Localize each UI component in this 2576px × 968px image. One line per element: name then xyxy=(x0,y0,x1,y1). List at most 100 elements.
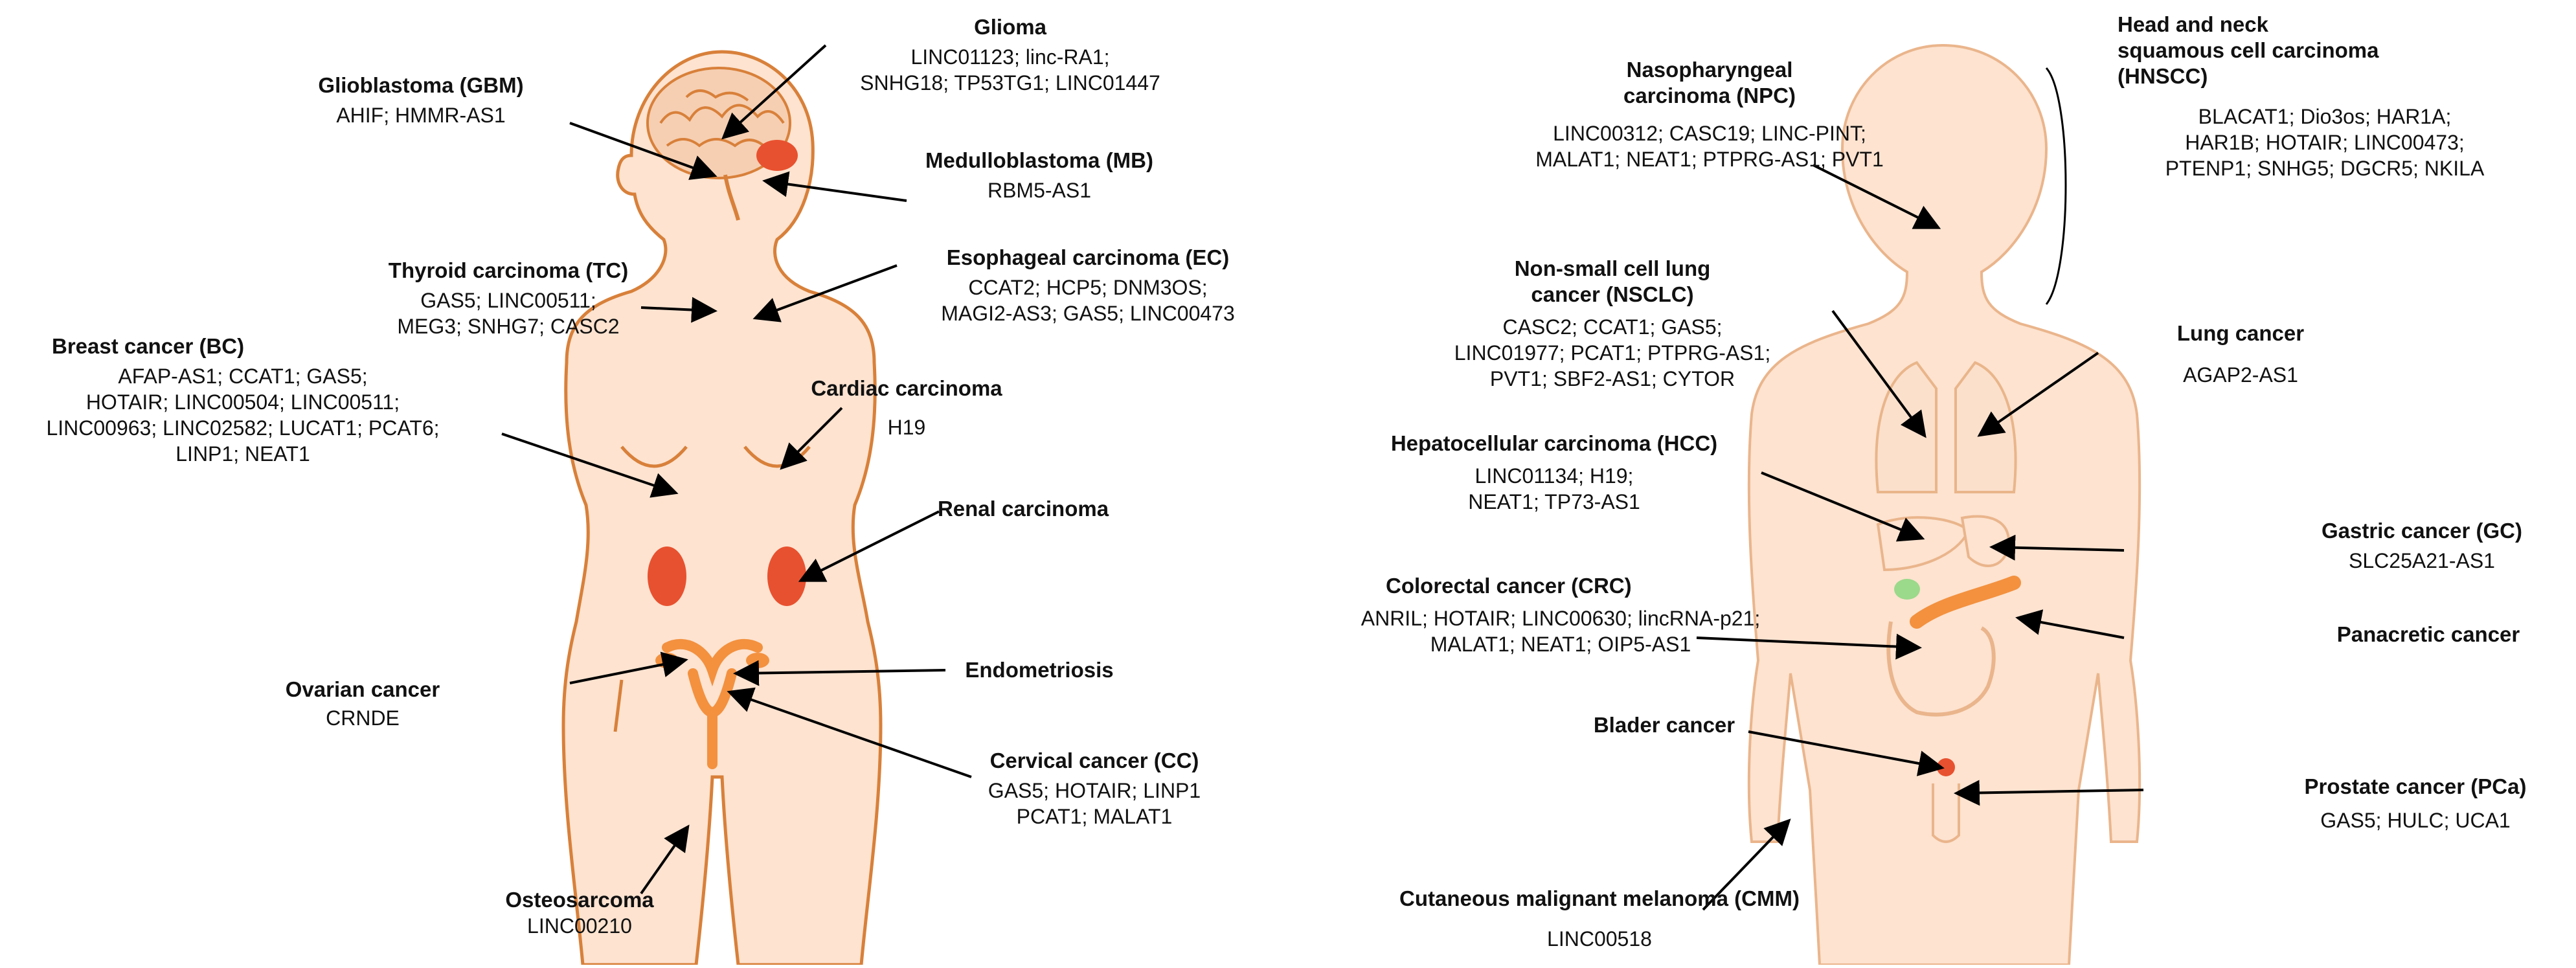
label-title: Prostate cancer (PCa) xyxy=(2273,774,2558,800)
label-pca: Prostate cancer (PCa)GAS5; HULC; UCA1 xyxy=(2273,774,2558,833)
brain xyxy=(646,67,791,179)
label-title: Cutaneous malignant melanoma (CMM) xyxy=(1360,886,1839,912)
title-line: Endometriosis xyxy=(965,658,1114,682)
title-line: Nasopharyngeal xyxy=(1626,58,1793,82)
title-line: Blader cancer xyxy=(1593,713,1735,737)
genes-line: MEG3; SNHG7; CASC2 xyxy=(397,315,620,338)
label-genes: AFAP-AS1; CCAT1; GAS5;HOTAIR; LINC00504;… xyxy=(3,363,482,467)
genes-line: LINC01977; PCAT1; PTPRG-AS1; xyxy=(1454,341,1771,365)
arrow-ec xyxy=(752,264,898,322)
label-title: Osteosarcoma xyxy=(473,887,686,913)
label-mb: Medulloblastoma (MB) RBM5-AS1 xyxy=(900,148,1179,203)
label-genes: CASC2; CCAT1; GAS5;LINC01977; PCAT1; PTP… xyxy=(1425,314,1800,392)
label-genes: LINC00312; CASC19; LINC-PINT;MALAT1; NEA… xyxy=(1502,120,1917,172)
label-title: Hepatocellular carcinoma (HCC) xyxy=(1353,431,1755,456)
genes-line: H19 xyxy=(887,416,926,439)
genes-line: PVT1; SBF2-AS1; CYTOR xyxy=(1489,367,1735,390)
arrow-crc xyxy=(1696,633,1922,660)
arrow-gbm xyxy=(569,122,717,180)
title-line: Breast cancer (BC) xyxy=(52,334,245,358)
genes-line: PCAT1; MALAT1 xyxy=(1016,805,1173,828)
label-tc: Thyroid carcinoma (TC) GAS5; LINC00511; ME… xyxy=(359,258,657,339)
arrow-cc xyxy=(727,687,972,778)
kidney-left xyxy=(648,546,686,606)
male-genital xyxy=(1932,783,1960,843)
genes-line: SNHG18; TP53TG1; LINC01447 xyxy=(860,71,1160,95)
title-line: carcinoma (NPC) xyxy=(1623,84,1796,107)
title-line: Glioblastoma (GBM) xyxy=(318,73,524,97)
arrow-cardiac xyxy=(780,407,843,470)
label-title: Medulloblastoma (MB) xyxy=(900,148,1179,174)
genes-line: CASC2; CCAT1; GAS5; xyxy=(1502,315,1723,339)
arrow-cmm xyxy=(1702,818,1791,911)
label-title: Esophageal carcinoma (EC) xyxy=(894,245,1282,271)
arrow-npc xyxy=(1813,164,1941,229)
label-genes: CRNDE xyxy=(246,705,479,731)
arrow-blad xyxy=(1748,730,1945,776)
label-gc: Gastric cancer (GC)SLC25A21-AS1 xyxy=(2286,518,2558,574)
title-line: Glioma xyxy=(974,15,1046,39)
label-genes: LINC01134; H19;NEAT1; TP73-AS1 xyxy=(1353,463,1755,515)
title-line: Head and neck xyxy=(2118,12,2268,36)
genes-line: CRNDE xyxy=(326,706,400,730)
genes-line: MALAT1; NEAT1; OIP5-AS1 xyxy=(1430,633,1691,656)
label-title: Renal carcinoma xyxy=(926,496,1120,522)
title-line: Cervical cancer (CC) xyxy=(989,749,1199,772)
genes-line: LINC01123; linc-RA1; xyxy=(910,45,1110,69)
genes-line: AFAP-AS1; CCAT1; GAS5; xyxy=(118,365,368,388)
title-line: Prostate cancer (PCa) xyxy=(2304,774,2527,798)
label-title: Gastric cancer (GC) xyxy=(2286,518,2558,544)
male-body-silhouette xyxy=(1747,43,2141,966)
label-ec: Esophageal carcinoma (EC) CCAT2; HCP5; DN… xyxy=(894,245,1282,326)
female-body-silhouette xyxy=(561,50,883,967)
arrows xyxy=(501,44,2144,911)
label-title: Glioblastoma (GBM) xyxy=(278,73,563,98)
label-title: Cervical cancer (CC) xyxy=(965,748,1224,774)
genes-line: LINC00963; LINC02582; LUCAT1; PCAT6; xyxy=(46,416,440,440)
label-crc: Colorectal cancer (CRC)ANRIL; HOTAIR; LI… xyxy=(1321,573,1800,657)
brain-stem xyxy=(723,174,740,221)
genes-line: LINC00210 xyxy=(527,914,632,938)
title-line: Cardiac carcinoma xyxy=(811,376,1002,400)
arrow-endo xyxy=(733,660,946,686)
label-genes: CCAT2; HCP5; DNM3OS;MAGI2-AS3; GAS5; LIN… xyxy=(894,275,1282,326)
arrow-osteo xyxy=(640,824,690,895)
arrow-bc xyxy=(501,433,679,498)
genes-line: GAS5; LINC00511; xyxy=(420,289,596,312)
label-genes: AGAP2-AS1 xyxy=(2143,362,2338,388)
genes-line: CCAT2; HCP5; DNM3OS; xyxy=(968,276,1208,299)
label-cmm: Cutaneous malignant melanoma (CMM)LINC00… xyxy=(1360,886,1839,952)
genes-line: MALAT1; NEAT1; PTPRG-AS1; PVT1 xyxy=(1535,148,1884,171)
genes-line: PTENP1; SNHG5; DGCR5; NKILA xyxy=(2165,157,2485,180)
stomach xyxy=(1960,515,2010,567)
label-genes: RBM5-AS1 xyxy=(900,177,1179,203)
label-genes: BLACAT1; Dio3os; HAR1A;HAR1B; HOTAIR; LI… xyxy=(2098,104,2551,181)
label-renal: Renal carcinoma xyxy=(926,496,1120,522)
title-line: Osteosarcoma xyxy=(505,888,654,912)
genes-line: AHIF; HMMR-AS1 xyxy=(336,104,506,127)
label-title: Lung cancer xyxy=(2143,321,2338,346)
label-genes: LINC00210 xyxy=(473,913,686,939)
arrow-pca xyxy=(1954,780,2144,806)
label-title: Ovarian cancer xyxy=(246,677,479,703)
title-line: Lung cancer xyxy=(2176,321,2305,345)
arrow-renal xyxy=(798,510,940,582)
title-line: Gastric cancer (GC) xyxy=(2322,519,2522,543)
label-genes: GAS5; LINC00511; MEG3; SNHG7; CASC2 xyxy=(359,287,657,339)
title-line: Thyroid carcinoma (TC) xyxy=(388,258,629,282)
title-line: Colorectal cancer (CRC) xyxy=(1386,574,1632,598)
arrow-glioma xyxy=(721,44,827,140)
label-genes: LINC01123; linc-RA1;SNHG18; TP53TG1; LIN… xyxy=(829,44,1192,96)
